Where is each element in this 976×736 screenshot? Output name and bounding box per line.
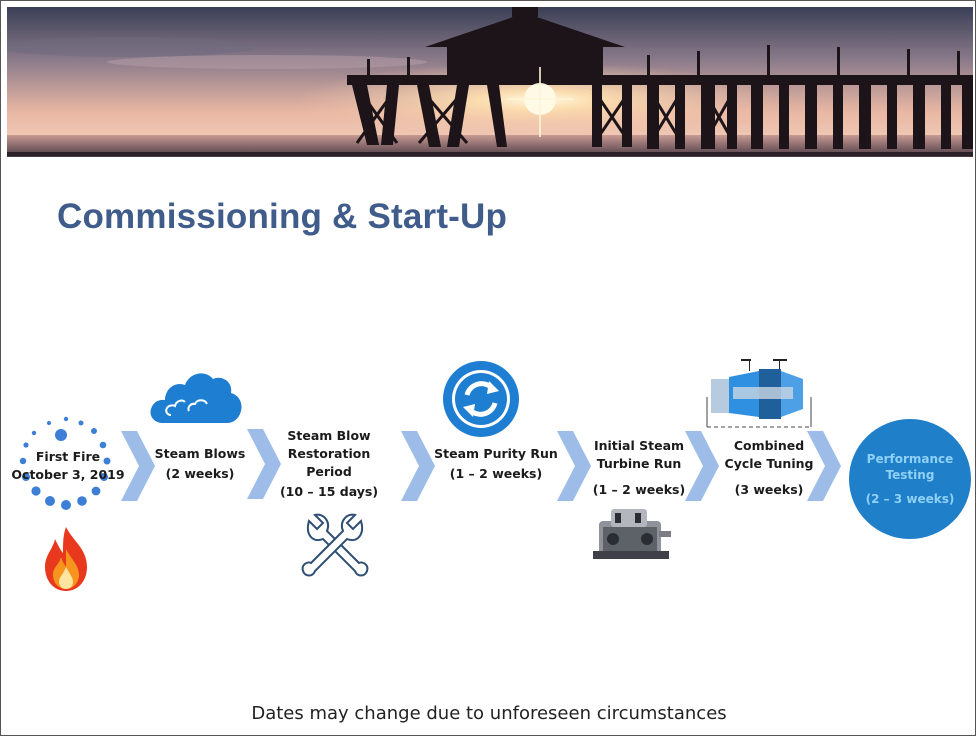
step-performance-testing: Performance Testing (2 – 3 weeks) xyxy=(849,419,971,539)
refresh-cycle-icon xyxy=(441,359,521,444)
step-label: Steam Purity Run xyxy=(434,446,558,461)
step-label-line: Testing xyxy=(885,468,935,482)
step-duration: (10 – 15 days) xyxy=(279,484,379,499)
step-combined-cycle-tuning: Combined Cycle Tuning (3 weeks) xyxy=(713,437,825,499)
gas-turbine-icon xyxy=(703,357,815,436)
step-label-line: Combined xyxy=(733,438,805,453)
pier-sunset-banner xyxy=(7,7,973,157)
flame-icon xyxy=(41,525,91,598)
step-label: First Fire xyxy=(35,449,101,464)
cloud-icon xyxy=(149,367,243,432)
step-steam-purity-run: Steam Purity Run (1 – 2 weeks) xyxy=(433,445,559,483)
steam-turbine-icon xyxy=(589,501,675,572)
step-steam-blow-restoration: Steam Blow Restoration Period (10 – 15 d… xyxy=(277,427,381,501)
step-duration: (1 – 2 weeks) xyxy=(592,482,686,497)
chevron-arrow-icon xyxy=(685,431,719,506)
chevron-arrow-icon xyxy=(401,431,435,506)
step-label-line: Initial Steam xyxy=(593,438,685,453)
wrenches-icon xyxy=(297,511,371,586)
chevron-arrow-icon xyxy=(247,429,281,504)
step-date: October 3, 2019 xyxy=(11,467,125,482)
step-duration: (1 – 2 weeks) xyxy=(449,466,543,481)
step-steam-blows: Steam Blows (2 weeks) xyxy=(147,445,253,483)
dotted-ring-icon xyxy=(11,413,121,528)
step-label-line: Turbine Run xyxy=(596,456,682,471)
disclaimer-footer: Dates may change due to unforeseen circu… xyxy=(251,703,727,724)
step-initial-steam-turbine-run: Initial Steam Turbine Run (1 – 2 weeks) xyxy=(587,437,691,499)
chevron-arrow-icon xyxy=(121,431,155,506)
step-label-line: Performance xyxy=(866,452,954,466)
step-label-line: Period xyxy=(306,464,352,479)
step-label-line: Restoration xyxy=(287,446,371,461)
step-duration: (3 weeks) xyxy=(734,482,804,497)
step-duration: (2 weeks) xyxy=(165,466,235,481)
step-label: Steam Blows xyxy=(154,446,246,461)
step-label-line: Cycle Tuning xyxy=(724,456,814,471)
step-label-line: Steam Blow xyxy=(287,428,371,443)
step-duration: (2 – 3 weeks) xyxy=(865,492,955,506)
step-first-fire: First Fire October 3, 2019 xyxy=(9,448,127,484)
chevron-arrow-icon xyxy=(557,431,591,506)
chevron-arrow-icon xyxy=(807,431,841,506)
slide-title: Commissioning & Start-Up xyxy=(57,197,508,236)
